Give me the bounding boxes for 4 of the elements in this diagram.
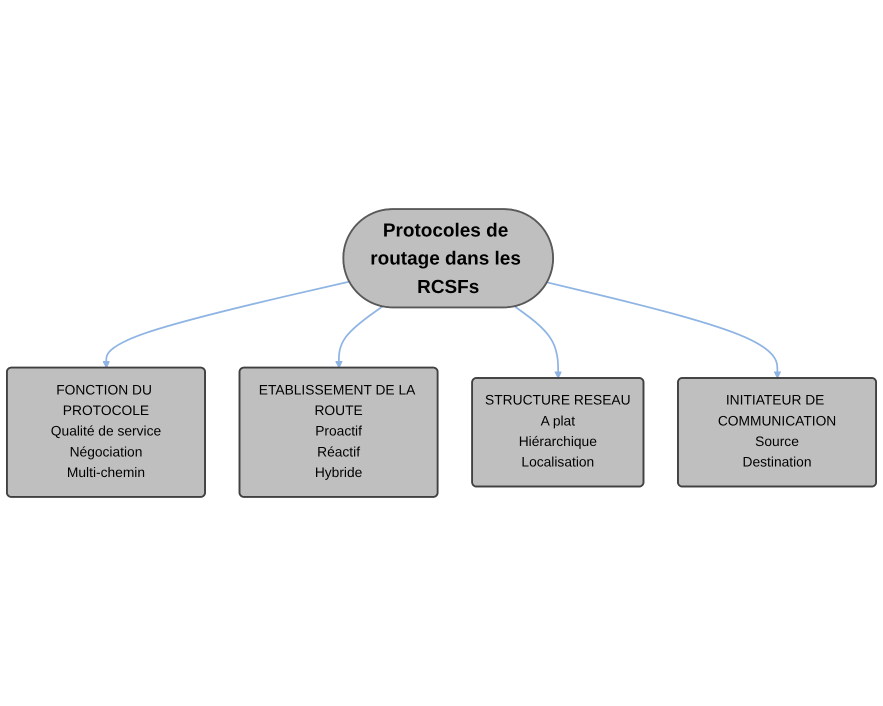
arrow — [514, 306, 562, 379]
arrow — [335, 306, 383, 368]
arrow — [102, 280, 350, 368]
arrow — [547, 282, 782, 379]
